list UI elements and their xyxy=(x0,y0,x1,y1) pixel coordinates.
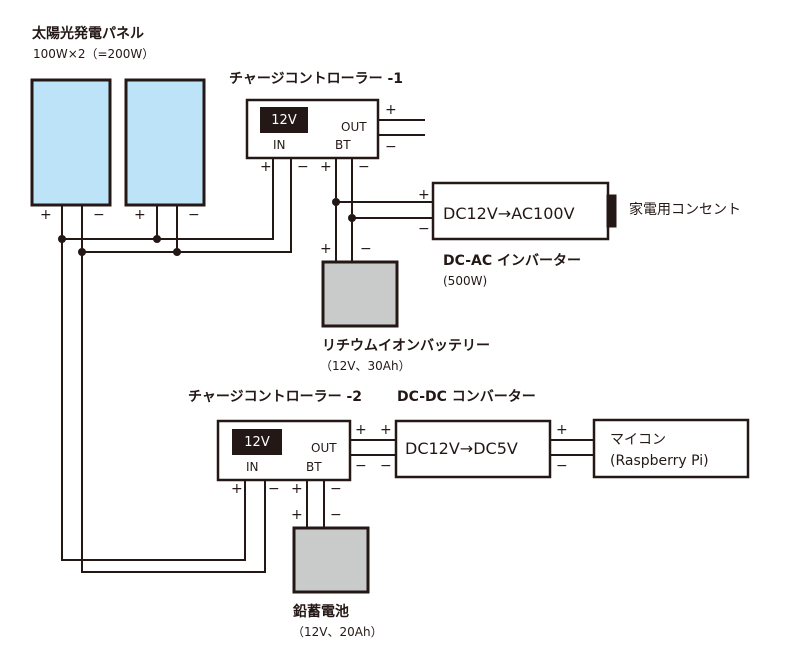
panel2-plus-sign: + xyxy=(134,207,146,223)
controller1-bt-label: BT xyxy=(335,138,351,152)
c2-out-minus-sign-2: − xyxy=(380,458,392,474)
microcontroller-box xyxy=(592,418,750,479)
dc-ac-inverter xyxy=(431,181,610,241)
inverter-title: DC-AC インバーター xyxy=(443,253,582,269)
c1-bt-plus-sign: + xyxy=(320,159,332,175)
c1-in-plus-sign: + xyxy=(260,159,272,175)
c1-out-minus-sign: − xyxy=(385,139,397,155)
microcontroller-model: (Raspberry Pi) xyxy=(610,453,709,469)
dcdc-out-minus-sign: − xyxy=(556,458,568,474)
dc-dc-converter xyxy=(394,419,552,479)
dcdc-out-plus-sign: + xyxy=(556,422,568,438)
dcdc-box-text: DC12V→DC5V xyxy=(405,439,518,458)
inverter-spec: (500W) xyxy=(443,274,488,288)
controller1-out-label: OUT xyxy=(341,120,367,134)
lead-acid-battery xyxy=(292,526,370,594)
inverter-outlet xyxy=(606,194,617,228)
c2-out-minus-sign-1: − xyxy=(355,458,367,474)
junction-dots xyxy=(58,198,356,256)
lithium-battery-title: リチウムイオンバッテリー xyxy=(322,338,490,354)
component-boxes xyxy=(30,78,750,594)
wires xyxy=(61,119,594,573)
lithium-ion-battery xyxy=(321,260,399,328)
solar-panel-title: 太陽光発電パネル xyxy=(32,26,144,42)
panel1-minus-sign: − xyxy=(93,207,105,223)
wire-panel1-plus xyxy=(61,205,246,561)
c2-out-plus-sign-2: + xyxy=(380,422,392,438)
solar-panel-2 xyxy=(124,78,206,207)
controller2-title: チャージコントローラー -2 xyxy=(188,389,363,405)
lithium-minus-sign: − xyxy=(360,241,372,257)
c2-in-plus-sign: + xyxy=(231,481,243,497)
controller2-bt-label: BT xyxy=(306,460,322,474)
wire-panel1-minus xyxy=(81,205,266,573)
wire-bus-plus xyxy=(62,158,274,240)
panel2-minus-sign: − xyxy=(188,207,200,223)
wire-bus-minus xyxy=(82,158,292,253)
c1-in-minus-sign: − xyxy=(297,159,309,175)
c2-bt-plus-sign: + xyxy=(291,481,303,497)
junction-inverter-minus xyxy=(348,214,356,222)
microcontroller-label: マイコン xyxy=(610,432,666,448)
controller1-voltage-badge: 12V xyxy=(260,107,308,133)
lithium-plus-sign: + xyxy=(320,241,332,257)
lead-battery-title: 鉛蓄電池 xyxy=(293,604,349,620)
controller2-in-label: IN xyxy=(246,460,259,474)
c2-in-minus-sign: − xyxy=(268,481,280,497)
controller1-in-label: IN xyxy=(273,138,286,152)
lead-battery-spec: （12V、20Ah） xyxy=(292,625,383,639)
controller2-out-label: OUT xyxy=(311,441,337,455)
dcdc-title: DC-DC コンバーター xyxy=(397,389,536,405)
inverter-plus-sign: + xyxy=(418,187,430,203)
junction-bus-plus-1 xyxy=(58,235,66,243)
inverter-box-text: DC12V→AC100V xyxy=(443,204,575,223)
junction-bus-minus-1 xyxy=(78,248,86,256)
outlet-label: 家電用コンセント xyxy=(629,202,741,218)
inverter-minus-sign: − xyxy=(418,221,430,237)
controller2-voltage-badge: 12V xyxy=(232,429,282,455)
c2-out-plus-sign-1: + xyxy=(355,422,367,438)
junction-bus-minus-2 xyxy=(173,248,181,256)
lithium-battery-spec: （12V、30Ah） xyxy=(320,359,411,373)
c2-bt-minus-sign: − xyxy=(330,481,342,497)
lead-plus-sign: + xyxy=(291,507,303,523)
solar-panel-spec: 100W×2（=200W） xyxy=(33,47,155,61)
lead-minus-sign: − xyxy=(330,507,342,523)
junction-inverter-plus xyxy=(332,198,340,206)
controller1-title: チャージコントローラー -1 xyxy=(229,71,404,87)
c1-out-plus-sign: + xyxy=(385,102,397,118)
c1-bt-minus-sign: − xyxy=(358,159,370,175)
panel1-plus-sign: + xyxy=(40,207,52,223)
solar-panel-1 xyxy=(30,78,112,207)
junction-bus-plus-2 xyxy=(153,235,161,243)
